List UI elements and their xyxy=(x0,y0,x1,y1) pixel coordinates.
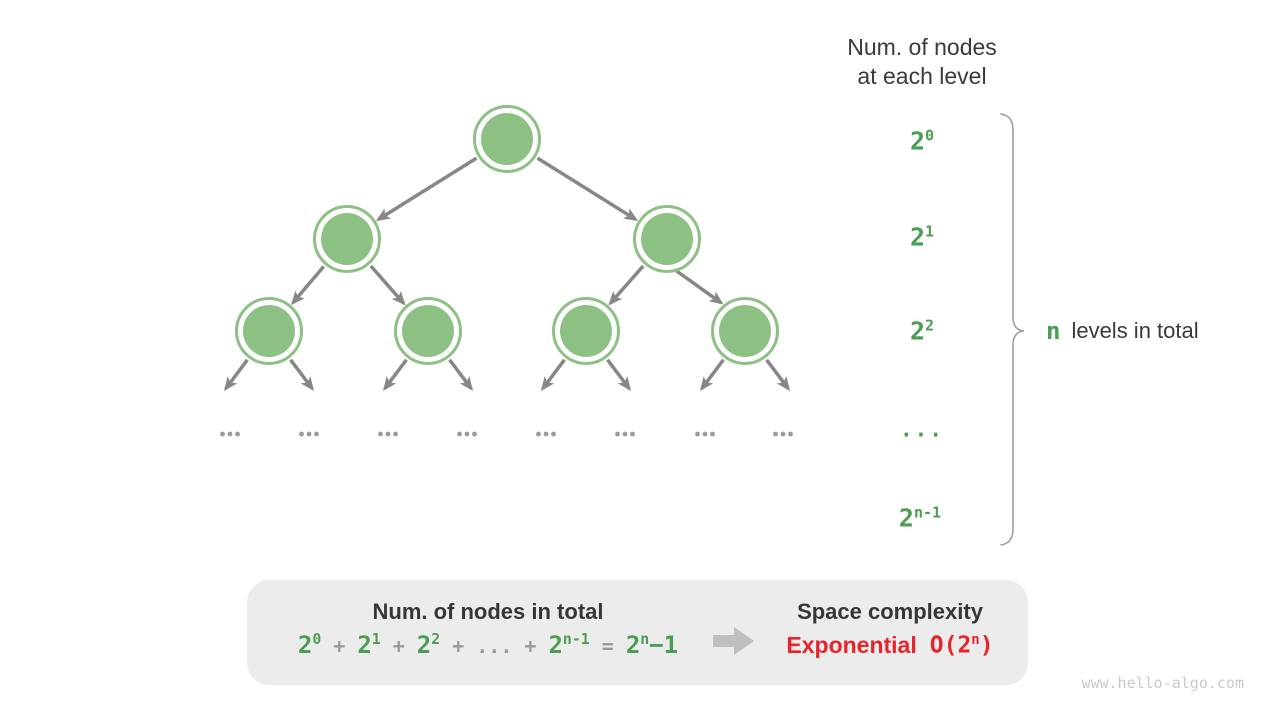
formula-token: 21 xyxy=(357,630,381,659)
formula-token: 22 xyxy=(416,630,441,659)
formula-token: 20 xyxy=(297,630,322,659)
tree-edge-arrow xyxy=(448,358,473,392)
levels-count-text: levels in total xyxy=(1071,318,1199,343)
tree-edge-arrow xyxy=(383,358,408,392)
big-o-notation: O(2n) xyxy=(929,632,994,659)
formula-token: ... xyxy=(476,634,513,658)
tree-edge-arrow xyxy=(606,358,632,392)
tree-edge-arrow xyxy=(536,156,639,221)
tree-edge-arrow xyxy=(369,264,406,306)
ellipsis-dots xyxy=(220,431,793,437)
formula: 20 +21 +22 +... +2n-1 = 2n−1 xyxy=(247,630,729,659)
level-count-label-2: 22 xyxy=(909,316,935,346)
brace xyxy=(1000,113,1025,546)
level-count-ellipsis: ... xyxy=(900,417,944,442)
tree-node xyxy=(394,297,462,365)
formula-token: + xyxy=(452,634,465,658)
column-header-line1: Num. of nodes xyxy=(847,34,997,60)
right-block-arrow-icon xyxy=(713,627,754,655)
tree-edge-arrow xyxy=(669,265,724,305)
brace-annotation: n levels in total xyxy=(1046,317,1199,345)
level-count-label-last: 2n-1 xyxy=(898,503,942,533)
tree-edge-arrow xyxy=(289,358,314,392)
tree-edge-arrow xyxy=(224,358,249,392)
space-complexity-title: Space complexity xyxy=(797,599,983,624)
tree-edge-arrow xyxy=(375,156,478,221)
tree-edge-arrow xyxy=(608,264,645,306)
space-complexity-value: Exponential O(2n) xyxy=(775,632,1005,659)
formula-token: + xyxy=(524,634,537,658)
formula-token: + xyxy=(333,634,346,658)
tree-node xyxy=(711,297,779,365)
level-count-label-0: 20 xyxy=(909,126,935,156)
column-header: Num. of nodes at each level xyxy=(812,33,1032,91)
tree-nodes xyxy=(235,105,779,365)
tree-node xyxy=(473,105,541,173)
tree-edges xyxy=(224,156,791,392)
level-count-label-1: 21 xyxy=(909,222,935,252)
formula-token: 2n-1 xyxy=(548,630,590,659)
formula-token: + xyxy=(392,634,405,658)
tree-edge-arrow xyxy=(699,358,725,392)
tree-node xyxy=(313,205,381,273)
tree-edge-arrow xyxy=(540,358,566,392)
complexity-word: Exponential xyxy=(786,632,917,658)
tree-edge-arrow xyxy=(290,265,326,306)
tree-node xyxy=(235,297,303,365)
total-nodes-title: Num. of nodes in total xyxy=(372,599,604,624)
tree-edge-arrow xyxy=(765,358,791,392)
summary-box: Num. of nodes in total 20 +21 +22 +... +2n-1… xyxy=(247,580,1028,685)
watermark: www.hello-algo.com xyxy=(1081,674,1244,692)
tree-node xyxy=(633,205,701,273)
formula-token: 2n−1 xyxy=(625,630,679,659)
column-header-line2: at each level xyxy=(857,63,987,89)
levels-count-symbol: n xyxy=(1046,317,1061,345)
formula-token: = xyxy=(601,634,614,658)
tree-node xyxy=(552,297,620,365)
